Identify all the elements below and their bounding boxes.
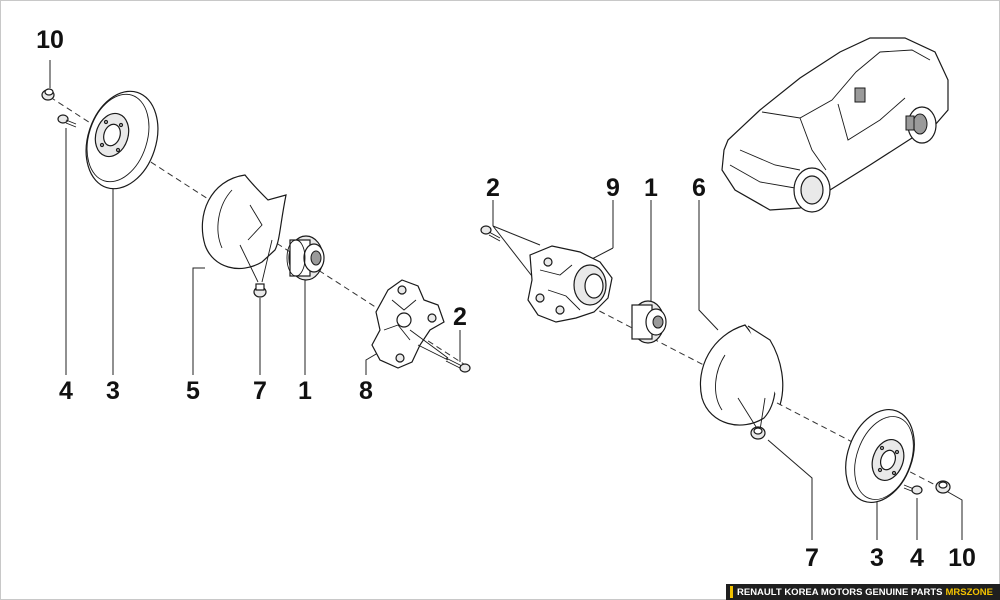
accent-bar [730, 586, 733, 598]
callout-4-left: 4 [59, 377, 73, 405]
callout-9: 9 [606, 174, 620, 202]
callout-2-upper: 2 [486, 174, 500, 202]
hub-bearing-left [286, 235, 325, 281]
knuckle-bolt-upper [480, 225, 501, 242]
footer-banner: RENAULT KOREA MOTORS GENUINE PARTS MRSZO… [726, 584, 1000, 600]
hub-bearing-right [631, 300, 667, 344]
vehicle-illustration [721, 37, 949, 213]
callout-2-lower: 2 [453, 303, 467, 331]
shield-screw-left [253, 283, 267, 298]
callout-1-right: 1 [644, 174, 658, 202]
callout-3-right: 3 [870, 544, 884, 572]
knuckle-bolt-lower [409, 329, 471, 373]
footer-text: RENAULT KOREA MOTORS GENUINE PARTS [737, 586, 943, 598]
callout-3-left: 3 [106, 377, 120, 405]
brake-disc-right [845, 408, 915, 504]
flange-nut-left [41, 88, 55, 101]
shield-screw-right [750, 426, 766, 440]
knuckle-left [371, 279, 445, 369]
footer-brand: MRSZONE [945, 586, 994, 598]
callout-7-left: 7 [253, 377, 267, 405]
knuckle-right [527, 245, 613, 323]
leader-lines [49, 60, 963, 540]
dust-shield-right [699, 324, 784, 431]
callout-7-right: 7 [805, 544, 819, 572]
callout-4-right: 4 [910, 544, 924, 572]
flange-nut-right [935, 480, 951, 494]
wheel-bolt-left [57, 114, 77, 128]
callout-labels: 10 4 3 5 7 1 8 2 2 9 1 6 7 3 4 10 [36, 26, 976, 572]
brake-disc-left [85, 90, 159, 190]
callout-6: 6 [692, 174, 706, 202]
callout-8: 8 [359, 377, 373, 405]
dust-shield-left [201, 174, 287, 283]
callout-1-left: 1 [298, 377, 312, 405]
callout-5-left: 5 [186, 377, 200, 405]
callout-10-right: 10 [948, 544, 976, 572]
callout-10-left: 10 [36, 26, 64, 54]
wheel-bolt-right [903, 484, 923, 495]
